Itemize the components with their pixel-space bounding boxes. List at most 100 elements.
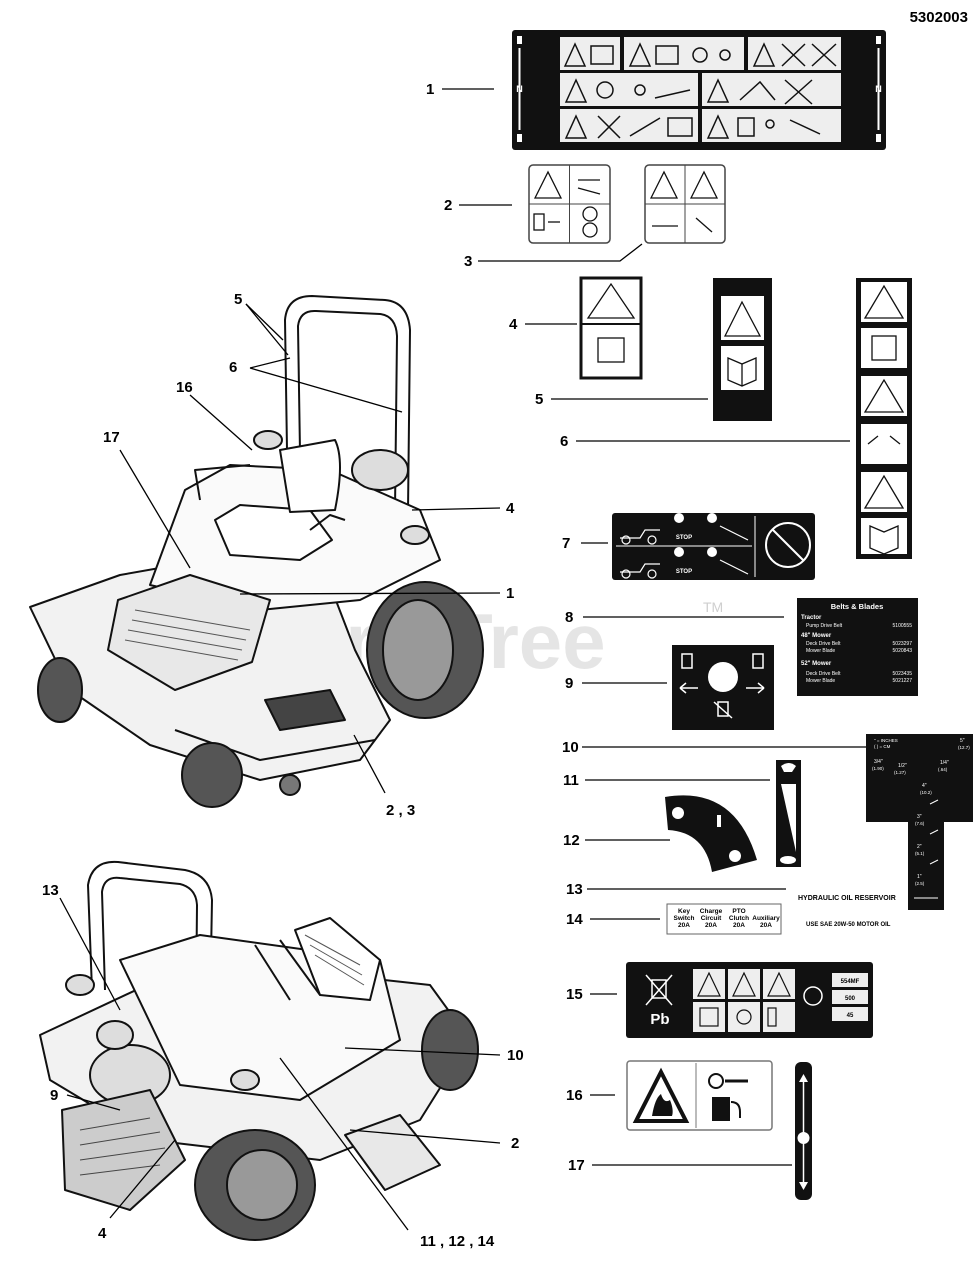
decal-11	[776, 760, 801, 867]
decal-8-pump-belt-pn: 5100555	[893, 623, 913, 629]
callout-4: 4	[509, 316, 518, 333]
main-callout-4: 4	[506, 500, 515, 517]
decal-8-deck-belt-48-pn: 5023297	[893, 641, 913, 647]
decal-1-n-right: N	[875, 84, 882, 94]
decal-10-header: " = INCHES	[874, 738, 898, 743]
decal-14-aux-1: Auxiliary	[752, 915, 780, 922]
callout-6: 6	[560, 433, 568, 450]
decal-14-pto-2: Clutch	[729, 915, 749, 922]
callout-15: 15	[566, 986, 583, 1003]
decal-14-key-1: Key	[678, 908, 690, 915]
decal-10-4cm: (10.2)	[920, 790, 932, 795]
decal-14-charge-1: Charge	[700, 908, 723, 915]
decal-9	[672, 645, 774, 730]
decal-15-spec-1: 554MF	[841, 979, 860, 985]
decal-14-charge-2: Circuit	[701, 915, 722, 922]
decal-13-line-1: HYDRAULIC OIL RESERVOIR	[798, 895, 896, 902]
part-number: 5302003	[910, 9, 968, 26]
decal-2	[528, 164, 611, 244]
decal-10-12in: 1/2"	[898, 763, 907, 769]
decal-1: N N	[512, 30, 886, 150]
callout-11: 11	[563, 772, 579, 789]
decal-7: STOP STOP	[612, 513, 815, 580]
decal-10-12cm: (1.27)	[894, 770, 906, 775]
callout-3: 3	[464, 253, 472, 270]
decal-10-2in: 2"	[917, 844, 922, 850]
bottom-callout-10: 10	[507, 1047, 524, 1064]
decal-14-pto-1: PTO	[732, 908, 745, 915]
decal-15-pb: Pb	[650, 1011, 669, 1028]
bottom-callout-13: 13	[42, 882, 59, 899]
decal-8-blade-52: Mower Blade	[806, 678, 835, 684]
mower-rear-illustration	[39, 860, 479, 1241]
decal-8-deck-belt-52-pn: 5023435	[893, 671, 913, 677]
decal-17	[795, 1062, 812, 1200]
decal-10-14cm: (.64)	[938, 767, 948, 772]
decal-10: " = INCHES ( ) = CM 5" (12.7) 3/4" (1.90…	[866, 734, 973, 910]
decal-13: HYDRAULIC OIL RESERVOIR USE SAE 20W-50 M…	[798, 895, 896, 928]
decal-10-5cm: (12.7)	[958, 745, 970, 750]
decal-10-2cm: (5.1)	[915, 851, 925, 856]
decal-8-deck-belt-48: Deck Drive Belt	[806, 641, 841, 647]
callout-16: 16	[566, 1087, 583, 1104]
decal-8-mower52: 52" Mower	[801, 661, 832, 667]
decal-16	[626, 1060, 773, 1131]
callout-12: 12	[563, 832, 580, 849]
decal-8-deck-belt-52: Deck Drive Belt	[806, 671, 841, 677]
decal-15-spec-2: 500	[845, 996, 856, 1002]
decal-14-charge-3: 20A	[705, 922, 717, 929]
callout-7: 7	[562, 535, 570, 552]
main-callout-1: 1	[506, 585, 514, 602]
decal-10-3in: 3"	[917, 814, 922, 820]
callout-5: 5	[535, 391, 543, 408]
decal-8-pump-belt: Pump Drive Belt	[806, 623, 843, 629]
decal-14-aux-2: 20A	[760, 922, 772, 929]
callout-8: 8	[565, 609, 573, 626]
callout-17: 17	[568, 1157, 585, 1174]
decal-10-34in: 3/4"	[874, 759, 883, 765]
decal-15-spec-3: 45	[847, 1013, 854, 1019]
decal-6	[856, 278, 912, 559]
callout-13: 13	[566, 881, 583, 898]
trademark: TM	[703, 599, 723, 615]
decal-13-line-2: USE SAE 20W-50 MOTOR OIL	[806, 922, 891, 928]
decal-8-mower48: 48" Mower	[801, 633, 832, 639]
decal-15: Pb 554MF 500 45	[626, 962, 873, 1038]
callout-9: 9	[565, 675, 573, 692]
decal-8-blade-48: Mower Blade	[806, 648, 835, 654]
decal-10-4in: 4"	[922, 783, 927, 789]
main-callout-6: 6	[229, 359, 237, 376]
decal-4	[579, 276, 643, 380]
decal-8-tractor: Tractor	[801, 615, 822, 621]
bottom-callout-11-12-14: 11 , 12 , 14	[420, 1233, 495, 1250]
bottom-callout-2: 2	[511, 1135, 519, 1152]
main-callout-2-3: 2 , 3	[386, 802, 415, 819]
decal-14: Key Switch 20A Charge Circuit 20A PTO Cl…	[666, 903, 782, 935]
main-callout-17: 17	[103, 429, 120, 446]
decal-10-3cm: (7.6)	[915, 821, 925, 826]
decal-1-n-left: N	[516, 84, 523, 94]
bottom-callout-4: 4	[98, 1225, 107, 1242]
decal-8: Belts & Blades Tractor Pump Drive Belt 5…	[797, 598, 918, 696]
decal-8-title: Belts & Blades	[831, 602, 884, 611]
callout-1: 1	[426, 81, 434, 98]
decal-10-34cm: (1.90)	[872, 766, 884, 771]
decal-7-stop-2: STOP	[676, 569, 692, 575]
callout-10: 10	[562, 739, 579, 756]
decal-12	[665, 795, 757, 872]
bottom-callout-9: 9	[50, 1087, 58, 1104]
decal-10-1in: 1"	[917, 874, 922, 880]
decal-3	[644, 164, 726, 244]
decal-10-5in: 5"	[960, 738, 965, 744]
decal-8-blade-52-pn: 5021227	[893, 678, 913, 684]
decal-14-key-3: 20A	[678, 922, 690, 929]
decal-10-1cm: (2.5)	[915, 881, 925, 886]
callout-2: 2	[444, 197, 452, 214]
decal-8-blade-48-pn: 5020843	[893, 648, 913, 654]
decal-14-key-2: Switch	[674, 915, 695, 922]
decal-10-14in: 1/4"	[940, 760, 949, 766]
main-callout-16: 16	[176, 379, 193, 396]
mower-front-illustration	[29, 295, 484, 808]
main-callout-5: 5	[234, 291, 242, 308]
